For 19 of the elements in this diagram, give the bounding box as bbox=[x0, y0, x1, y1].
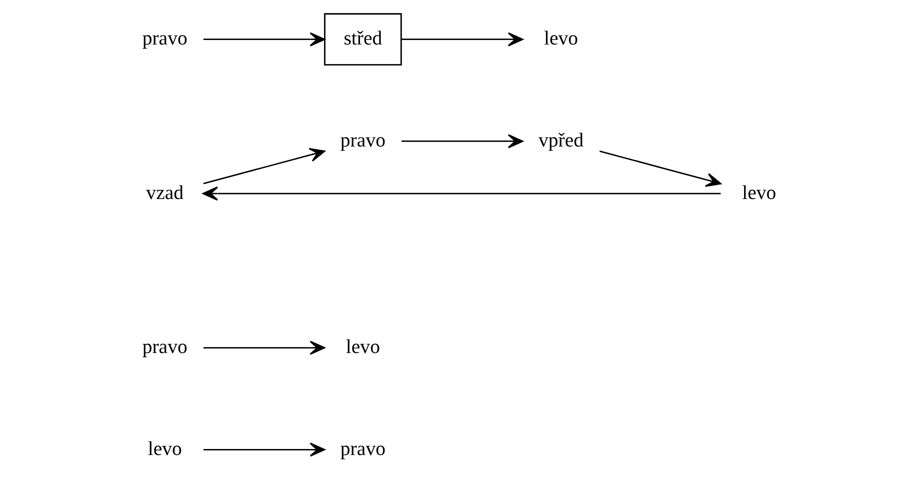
arrow bbox=[401, 134, 523, 148]
node-text: levo bbox=[544, 28, 578, 50]
node-text: levo bbox=[147, 438, 182, 460]
node-text: vpřed bbox=[538, 129, 584, 152]
arrow bbox=[202, 186, 720, 201]
node-text: pravo bbox=[340, 129, 385, 152]
node-text: pravo bbox=[340, 438, 385, 460]
arrow bbox=[401, 32, 523, 46]
node-text: levo bbox=[345, 336, 380, 358]
node-box: střed bbox=[324, 13, 402, 66]
node-text: pravo bbox=[142, 28, 187, 50]
node-text: vzad bbox=[146, 182, 184, 204]
arrow bbox=[202, 32, 325, 46]
arrow bbox=[598, 150, 721, 187]
arrow bbox=[202, 340, 325, 355]
arrow bbox=[202, 442, 325, 457]
node-text: levo bbox=[742, 182, 776, 204]
arrow bbox=[202, 148, 325, 184]
node-text: pravo bbox=[142, 336, 187, 358]
